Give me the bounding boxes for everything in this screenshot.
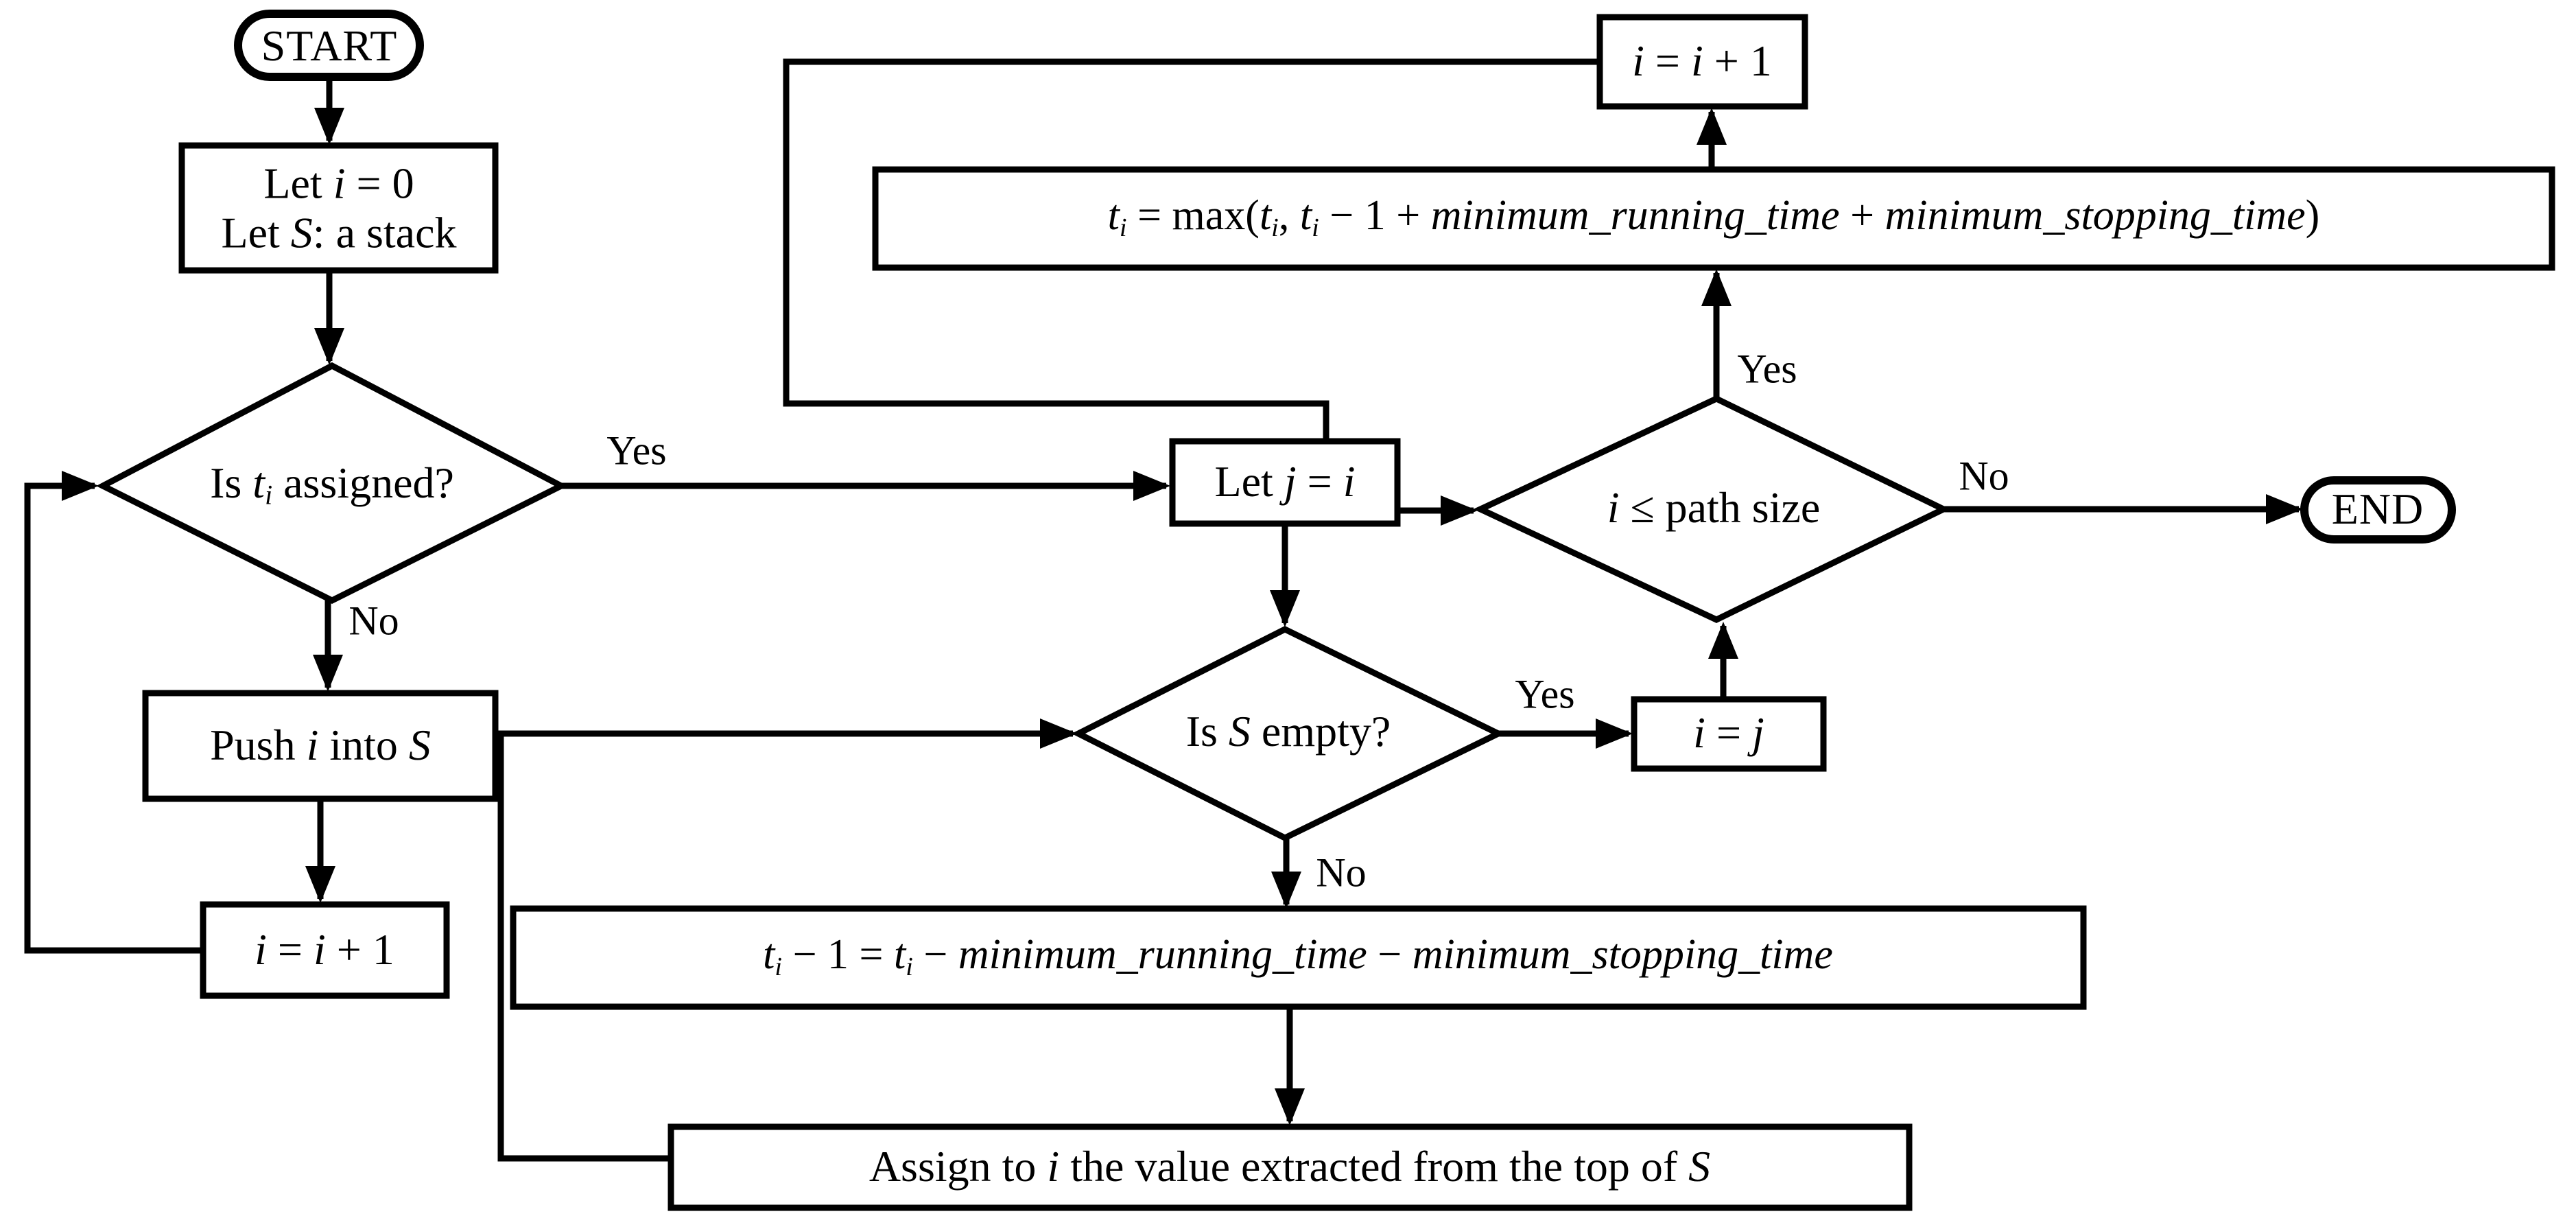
formula-max-box-label: ti = max(ti, ti − 1 + minimum_running_ti… [1107,192,2320,242]
edge-increment-left-loop-to-check-assigned [24,471,203,954]
increment-left-box-label: i = i + 1 [255,925,394,974]
edge-label-path-yes: Yes [1737,346,1797,392]
push-box-label: Push i into S [210,721,431,770]
end-label: END [2331,484,2424,534]
flowchart-nodes [96,10,2555,1211]
edge-label-empty-no: No [1316,850,1367,896]
increment-top-box-label: i = i + 1 [1632,36,1772,86]
edge-label-assigned-no: No [348,598,399,644]
decision-is-s-empty-label: Is S empty? [1185,707,1391,756]
decision-is-s-empty-shape [1072,625,1506,842]
increment-top-box-shape [1596,14,1808,110]
formula-max-box-shape [872,166,2555,271]
set-i-j-box-shape [1631,696,1827,772]
assign-box-shape [667,1123,1913,1211]
init-box-shape [178,142,499,274]
decision-i-le-path-size-shape [1473,395,1951,623]
decision-i-le-path-size-label: i ≤ path size [1607,483,1821,533]
start-terminator-shape [234,10,424,81]
end-terminator-shape [2300,476,2456,544]
decision-is-ti-assigned-label: Is ti assigned? [210,458,454,511]
let-j-box-shape [1169,438,1401,527]
init-label-line2: Let S: a stack [221,208,457,257]
init-label: Let i = 0 Let S: a stack [222,159,457,257]
let-j-box-label: Let j = i [1214,457,1356,506]
init-label-line1: Let i = 0 [263,159,414,208]
set-i-j-box-label: i = j [1693,708,1764,758]
push-box-shape [142,690,499,802]
formula-prev-box-label: ti − 1 = ti − minimum_running_time − min… [763,931,1833,981]
edge-label-assigned-yes: Yes [606,428,667,474]
edge-assign-loop-to-check-empty [497,718,1077,1162]
edge-label-empty-yes: Yes [1515,671,1575,717]
start-label: START [261,21,398,71]
assign-box-label: Assign to i the value extracted from the… [868,1142,1711,1191]
increment-left-box-shape [200,901,450,999]
formula-prev-box-shape [510,905,2087,1010]
edge-label-path-no: No [1959,453,2009,499]
decision-is-ti-assigned-shape [96,362,568,605]
